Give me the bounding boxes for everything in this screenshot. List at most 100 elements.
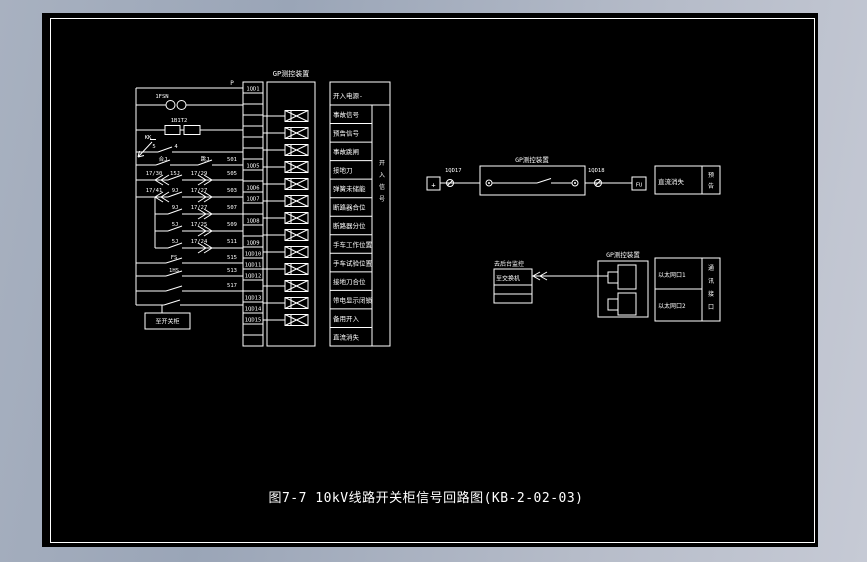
- wire-label: 9J: [172, 205, 179, 211]
- ethernet-port-icon: [607, 264, 637, 290]
- wire-label: 17/30: [146, 171, 163, 177]
- drawing-canvas[interactable]: P 1FSN 1B1T2 KK 5 4 合J 跳J 501 17/30 15J …: [42, 13, 818, 547]
- circuit-wires: [135, 87, 243, 313]
- lamp-icon: [165, 100, 187, 110]
- signal-table: 开入电源- 事故信号预告信号事故跳闸接地刀弹簧未储能断路器合位断路器分位手车工作…: [329, 81, 391, 347]
- terminal-label: 1QD6: [246, 186, 259, 192]
- wire-label: 1FSN: [155, 94, 168, 100]
- signal-row-label: 预告信号: [333, 129, 360, 138]
- terminal-label: 1QD1: [246, 87, 259, 93]
- dc-plus-label: +: [431, 182, 435, 190]
- terminal-label: 1QD12: [245, 274, 262, 280]
- wire-label: 17/27: [191, 188, 208, 194]
- device-label: GP测控装置: [515, 155, 549, 164]
- dc-signal-label: 直流消失: [658, 177, 685, 186]
- terminal-label: 1QD15: [245, 318, 262, 324]
- wire-label: FS: [171, 255, 178, 261]
- device-box-left: [266, 81, 316, 347]
- wire-label: 17/27: [191, 205, 208, 211]
- drawing-caption: 图7-7 10kV线路开关柜信号回路图(KB-2-02-03): [268, 490, 583, 506]
- wire-label: 513: [227, 268, 237, 274]
- comm-left-box: [493, 268, 533, 304]
- signal-row-label: 弹簧未储能: [333, 184, 366, 193]
- optocoupler-icon: [263, 212, 309, 224]
- wire-label: 17/25: [191, 222, 208, 228]
- wire-label: 505: [227, 171, 237, 177]
- signal-row-label: 带电显示闭锁: [333, 295, 373, 304]
- signal-table-side-label: 开入信号: [379, 160, 385, 203]
- optocoupler-icon: [263, 178, 309, 190]
- comm-left-title: 去后台监控: [494, 260, 524, 268]
- optocoupler-icon: [263, 229, 309, 241]
- knife-switch-icon: [137, 139, 156, 158]
- signal-row-label: 接地刀: [333, 166, 353, 175]
- signal-row-label: 备用开入: [333, 314, 360, 323]
- wire-label: 501: [227, 157, 237, 163]
- optocoupler-icon: [263, 127, 309, 139]
- signal-row-label: 直流消失: [333, 332, 360, 341]
- comm-port-label: 以太网口1: [658, 271, 686, 279]
- plug-contact-icons: [154, 174, 213, 254]
- terminal-label: 1QD11: [245, 263, 262, 269]
- optocoupler-icon: [263, 195, 309, 207]
- comm-port-label: 以太网口2: [658, 302, 686, 310]
- optocoupler-icon: [263, 263, 309, 275]
- terminal-label: 1QD17: [445, 168, 462, 174]
- wire-label: 15J: [170, 171, 180, 177]
- wire-label: 1B1T2: [171, 118, 188, 124]
- wire-label: P: [230, 80, 234, 87]
- component-icon: [164, 125, 201, 135]
- signal-rows: 事故信号预告信号事故跳闸接地刀弹簧未储能断路器合位断路器分位手车工作位置手车试验…: [330, 110, 373, 341]
- signal-row-label: 断路器分位: [333, 221, 366, 230]
- signal-row-label: 事故跳闸: [333, 147, 359, 156]
- terminal-label: 1QD13: [245, 296, 262, 302]
- signal-row-label: 手车工作位置: [333, 240, 373, 249]
- terminal-label: 1QD8: [246, 219, 259, 225]
- signal-table-header: 开入电源-: [333, 91, 363, 100]
- wire-label: 5: [152, 144, 155, 150]
- optocoupler-icon: [263, 280, 309, 292]
- comm-section: 去后台监控 至交换机 GP测控装置 以太网口1 以: [493, 250, 721, 322]
- wire-label: 507: [227, 205, 237, 211]
- terminal-label: 1QD9: [246, 241, 259, 247]
- wire-label: 509: [227, 222, 237, 228]
- wire-label: 517: [227, 283, 237, 289]
- wire-label: 5J: [172, 239, 179, 245]
- arrow-left-icon: [531, 271, 548, 281]
- contact-blades: [155, 146, 213, 306]
- wire-label: 合J: [159, 155, 168, 163]
- terminal-label: 1QD18: [588, 168, 605, 174]
- wire-label: 511: [227, 239, 237, 245]
- terminal-label: 1QD7: [246, 197, 259, 203]
- optocoupler-icon: [263, 110, 309, 122]
- wire-label: 1HS: [169, 268, 179, 274]
- dc-side-label: 预告: [708, 171, 714, 190]
- fuse-box: [631, 176, 647, 191]
- device-box-mid: [479, 165, 586, 196]
- terminal-label: 1QD5: [246, 164, 259, 170]
- wire-label: KK: [145, 135, 152, 141]
- device-label: GP测控装置: [606, 250, 640, 259]
- comm-side-label: 通讯接口: [708, 264, 714, 311]
- terminal-label: 1QD10: [245, 252, 262, 258]
- optocoupler-group: [263, 110, 309, 326]
- optocoupler-icon: [263, 161, 309, 173]
- wire-label: 17/41: [146, 188, 163, 194]
- optocoupler-icon: [263, 297, 309, 309]
- wire-label: 503: [227, 188, 237, 194]
- signal-row-label: 手车试验位置: [333, 258, 373, 267]
- cabinet-box-label: 至开关柜: [155, 318, 179, 326]
- schematic-svg: P 1FSN 1B1T2 KK 5 4 合J 跳J 501 17/30 15J …: [50, 18, 815, 543]
- wire-label: 515: [227, 255, 237, 261]
- device-label: GP测控装置: [273, 69, 309, 78]
- optocoupler-icon: [263, 246, 309, 258]
- signal-row-label: 事故信号: [333, 110, 360, 119]
- optocoupler-icon: [263, 144, 309, 156]
- signal-row-label: 断路器合位: [333, 203, 366, 212]
- comm-left-cell: 至交换机: [496, 275, 520, 283]
- wire-label: 5J: [172, 222, 179, 228]
- dc-section: + 1QD17 GP测控装置 1QD18 FU 直流消失: [426, 155, 721, 196]
- device-box-bottom: [597, 260, 649, 318]
- terminal-rows: 1QD1 1QD5 1QD6 1QD7 1QD8 1QD9 1QD10 1QD11 1QD12 1…: [243, 87, 263, 336]
